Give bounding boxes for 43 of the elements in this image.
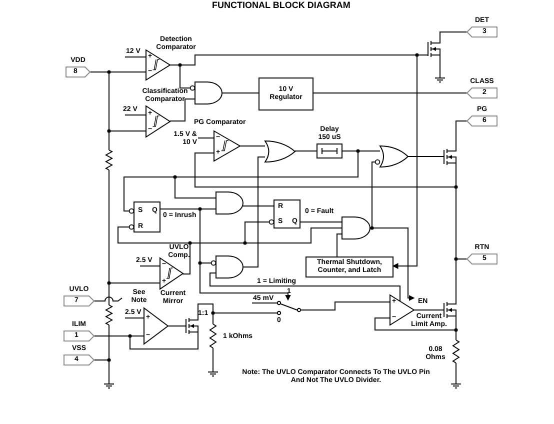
thermal-block-box [306, 257, 393, 277]
wire [170, 98, 196, 122]
wire [94, 360, 110, 384]
or-gate-symbol [265, 141, 295, 162]
wire [408, 156, 444, 157]
regulator-box [259, 78, 313, 110]
wire [174, 150, 358, 198]
wire [130, 334, 198, 350]
wire [170, 54, 428, 66]
resistor-symbol [105, 150, 113, 170]
and-gate-symbol [195, 82, 222, 104]
or-gate-symbol [380, 146, 408, 167]
wire [194, 152, 468, 260]
wire [212, 312, 278, 324]
ground-symbol [435, 78, 445, 83]
mosfet-symbol [186, 317, 199, 335]
ground-symbol [208, 372, 218, 377]
wire [312, 92, 468, 94]
mosfet-symbol [444, 301, 457, 319]
diagram-title: FUNCTIONAL BLOCK DIAGRAM [212, 0, 350, 10]
wire [90, 72, 110, 150]
and-gate-symbol [216, 192, 243, 214]
wire [182, 228, 342, 274]
and-gate-symbol [342, 217, 370, 239]
wire [212, 348, 214, 372]
wire [222, 92, 260, 94]
arrow [160, 208, 291, 301]
wire [370, 159, 380, 228]
wire [336, 234, 342, 258]
wire [300, 302, 390, 310]
wire [440, 32, 468, 40]
wire [294, 150, 318, 152]
and-gate-symbol [216, 256, 243, 278]
ground-symbol [451, 384, 461, 389]
wire [456, 120, 468, 148]
mosfet-symbol [428, 40, 441, 58]
wire [374, 318, 456, 330]
wire [210, 272, 400, 302]
wire [108, 282, 160, 306]
resistor-symbol [105, 305, 113, 325]
ground-symbol [104, 384, 114, 389]
wire [242, 156, 266, 268]
mosfet-symbol [444, 148, 457, 166]
